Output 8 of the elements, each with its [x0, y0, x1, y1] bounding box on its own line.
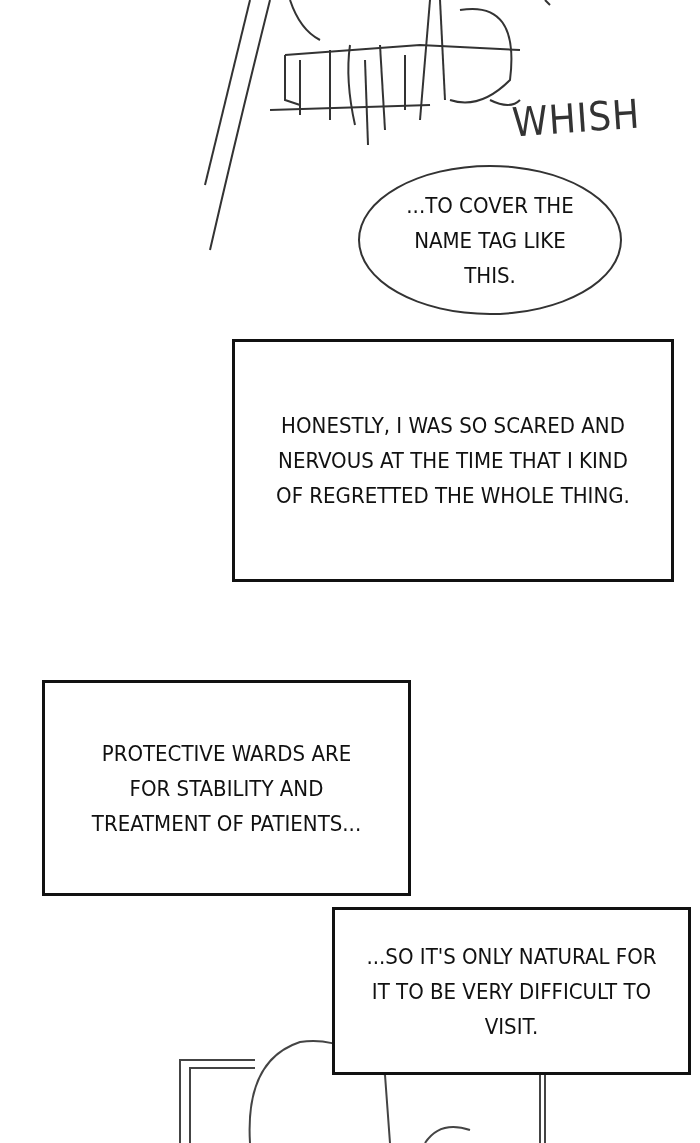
caption-box	[232, 339, 674, 582]
caption-box	[42, 680, 411, 896]
caption-text: ...TO COVER THE NAME TAG LIKE THIS.	[405, 191, 575, 290]
caption-text: PROTECTIVE WARDS ARE FOR STABILITY AND TREATMENT OF PATIENTS...	[90, 739, 363, 838]
sound-effect-text: WHISH	[510, 90, 642, 146]
caption-text: HONESTLY, I WAS SO SCARED AND NERVOUS AT THE TIME THAT I KIND OF REGRETTED THE WHOLE THING.	[275, 412, 631, 510]
caption-box	[332, 907, 691, 1075]
caption-text: ...SO IT'S ONLY NATURAL FOR IT TO BE VERY DIFFICULT TO VISIT.	[365, 942, 658, 1041]
